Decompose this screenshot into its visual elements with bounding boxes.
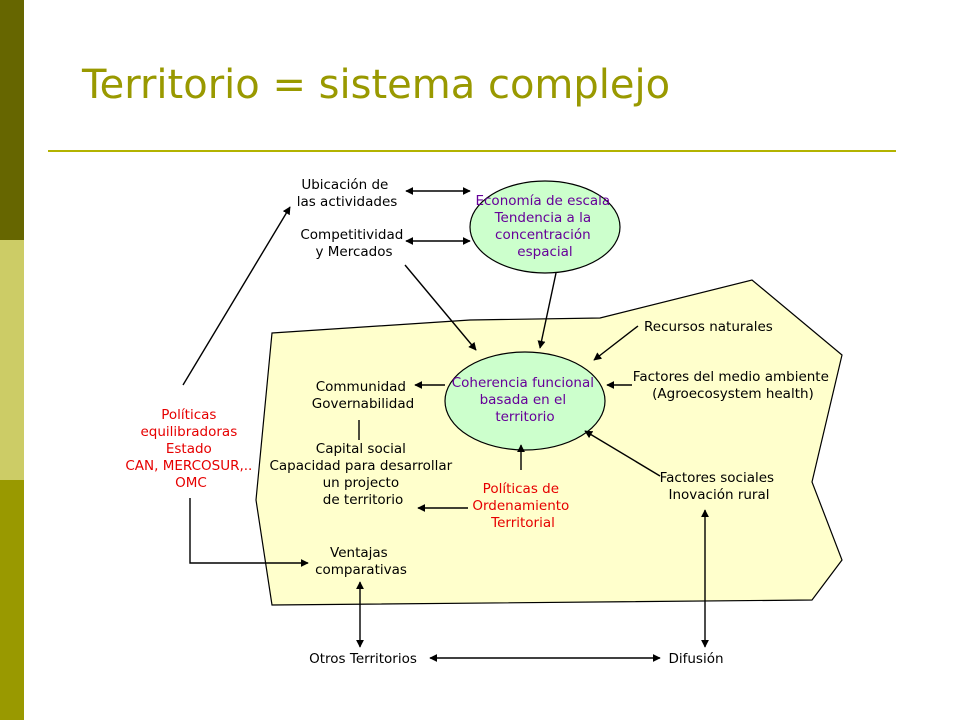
ubicacion-label: Ubicación de las actividades — [297, 177, 398, 210]
economia-label: Economía de escala Tendencia a la concen… — [475, 193, 614, 260]
politicas-equilibradoras-label: Políticas equilibradoras Estado CAN, MER… — [125, 407, 256, 491]
arrow-politicas-ubicacion — [182, 206, 291, 386]
accent-bar-top — [0, 0, 24, 240]
slide-title: Territorio = sistema complejo — [82, 62, 671, 108]
competitividad-label: Competitividad y Mercados — [300, 227, 407, 260]
arrow-recursos-coherencia — [593, 325, 639, 361]
arrow-economia-coherencia — [537, 272, 557, 349]
accent-bar-middle — [0, 240, 24, 480]
politicas-ordenamiento-label: Políticas de Ordenamiento Territorial — [472, 481, 573, 531]
title-divider — [48, 150, 896, 152]
economia-ellipse — [469, 180, 621, 274]
accent-bar-bottom — [0, 480, 24, 720]
coherencia-ellipse — [444, 351, 606, 451]
capital-label: Capital social Capacidad para desarrolla… — [269, 441, 456, 508]
otros-territorios-label: Otros Territorios — [309, 651, 417, 667]
arrow-competitividad-coherencia — [404, 264, 477, 351]
coherencia-label: Coherencia funcional basada en el territ… — [452, 375, 599, 425]
ventajas-label: Ventajas comparativas — [315, 545, 407, 578]
factores-sociales-label: Factores sociales Inovación rural — [660, 470, 779, 503]
arrow-factores-sociales-coherencia — [584, 430, 661, 477]
arrow-politicas-ventajas — [189, 498, 309, 567]
recursos-label: Recursos naturales — [644, 319, 773, 335]
communidad-label: Communidad Governabilidad — [312, 379, 414, 412]
factores-medio-label: Factores del medio ambiente (Agroecosyst… — [633, 369, 833, 402]
difusion-label: Difusión — [668, 651, 723, 667]
